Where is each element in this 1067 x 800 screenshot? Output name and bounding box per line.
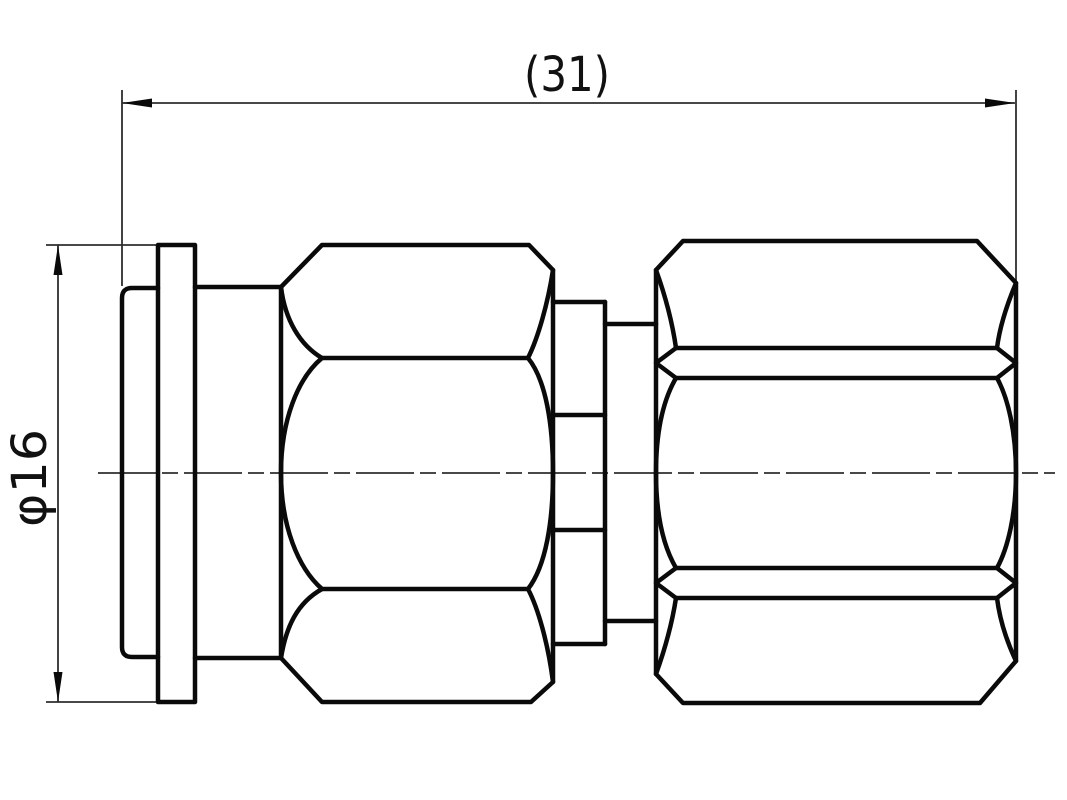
hex-nut-right-arc-top-left (653, 267, 679, 351)
hex-nut-right-band-point-top-right (994, 345, 1019, 381)
interface-cylinder-outline (119, 285, 161, 660)
diameter-arrow-bottom (53, 672, 63, 702)
hex-nut-right-arc-bottom-left (653, 595, 679, 677)
hex-nut-right-band-point-bottom-right (994, 565, 1019, 601)
hex-nut-left-arc-bottom-left (278, 586, 325, 661)
neck-section (602, 321, 659, 624)
hex-nut-right-arc-bottom-right (994, 595, 1019, 664)
flange (155, 242, 198, 705)
width-arrow-left (122, 98, 152, 108)
hex-nut-right-band-point-bottom-left (653, 565, 679, 601)
interface-cylinder (119, 285, 161, 660)
collar-ring (550, 299, 608, 647)
hex-nut-right-outline (653, 238, 1019, 706)
diameter-dimension-label: φ16 (2, 429, 58, 527)
hex-nut-right (653, 238, 1019, 706)
hex-nut-left-arc-top-left (278, 284, 325, 361)
hex-nut-left-arc-mid-right (525, 355, 556, 592)
hex-nut-right-arc-top-right (994, 280, 1019, 351)
hex-nut-left-arc-bottom-right (525, 586, 556, 685)
flange-outline (155, 242, 198, 705)
hex-nut-left-arc-mid-left (278, 355, 325, 592)
dimension-width: (31) (121, 47, 1017, 286)
hex-nut-left-arc-top-right (525, 267, 556, 361)
hex-nut-right-arc-mid-left (653, 375, 679, 571)
width-dimension-label: (31) (524, 47, 610, 103)
hex-nut-right-arc-mid-right (994, 375, 1019, 571)
diameter-arrow-top (53, 245, 63, 275)
dimension-diameter: φ16 (2, 244, 157, 703)
body-section (192, 284, 284, 661)
hex-nut-right-band-point-top-left (653, 345, 679, 381)
width-arrow-right (985, 98, 1015, 108)
hex-nut-left (278, 242, 556, 705)
